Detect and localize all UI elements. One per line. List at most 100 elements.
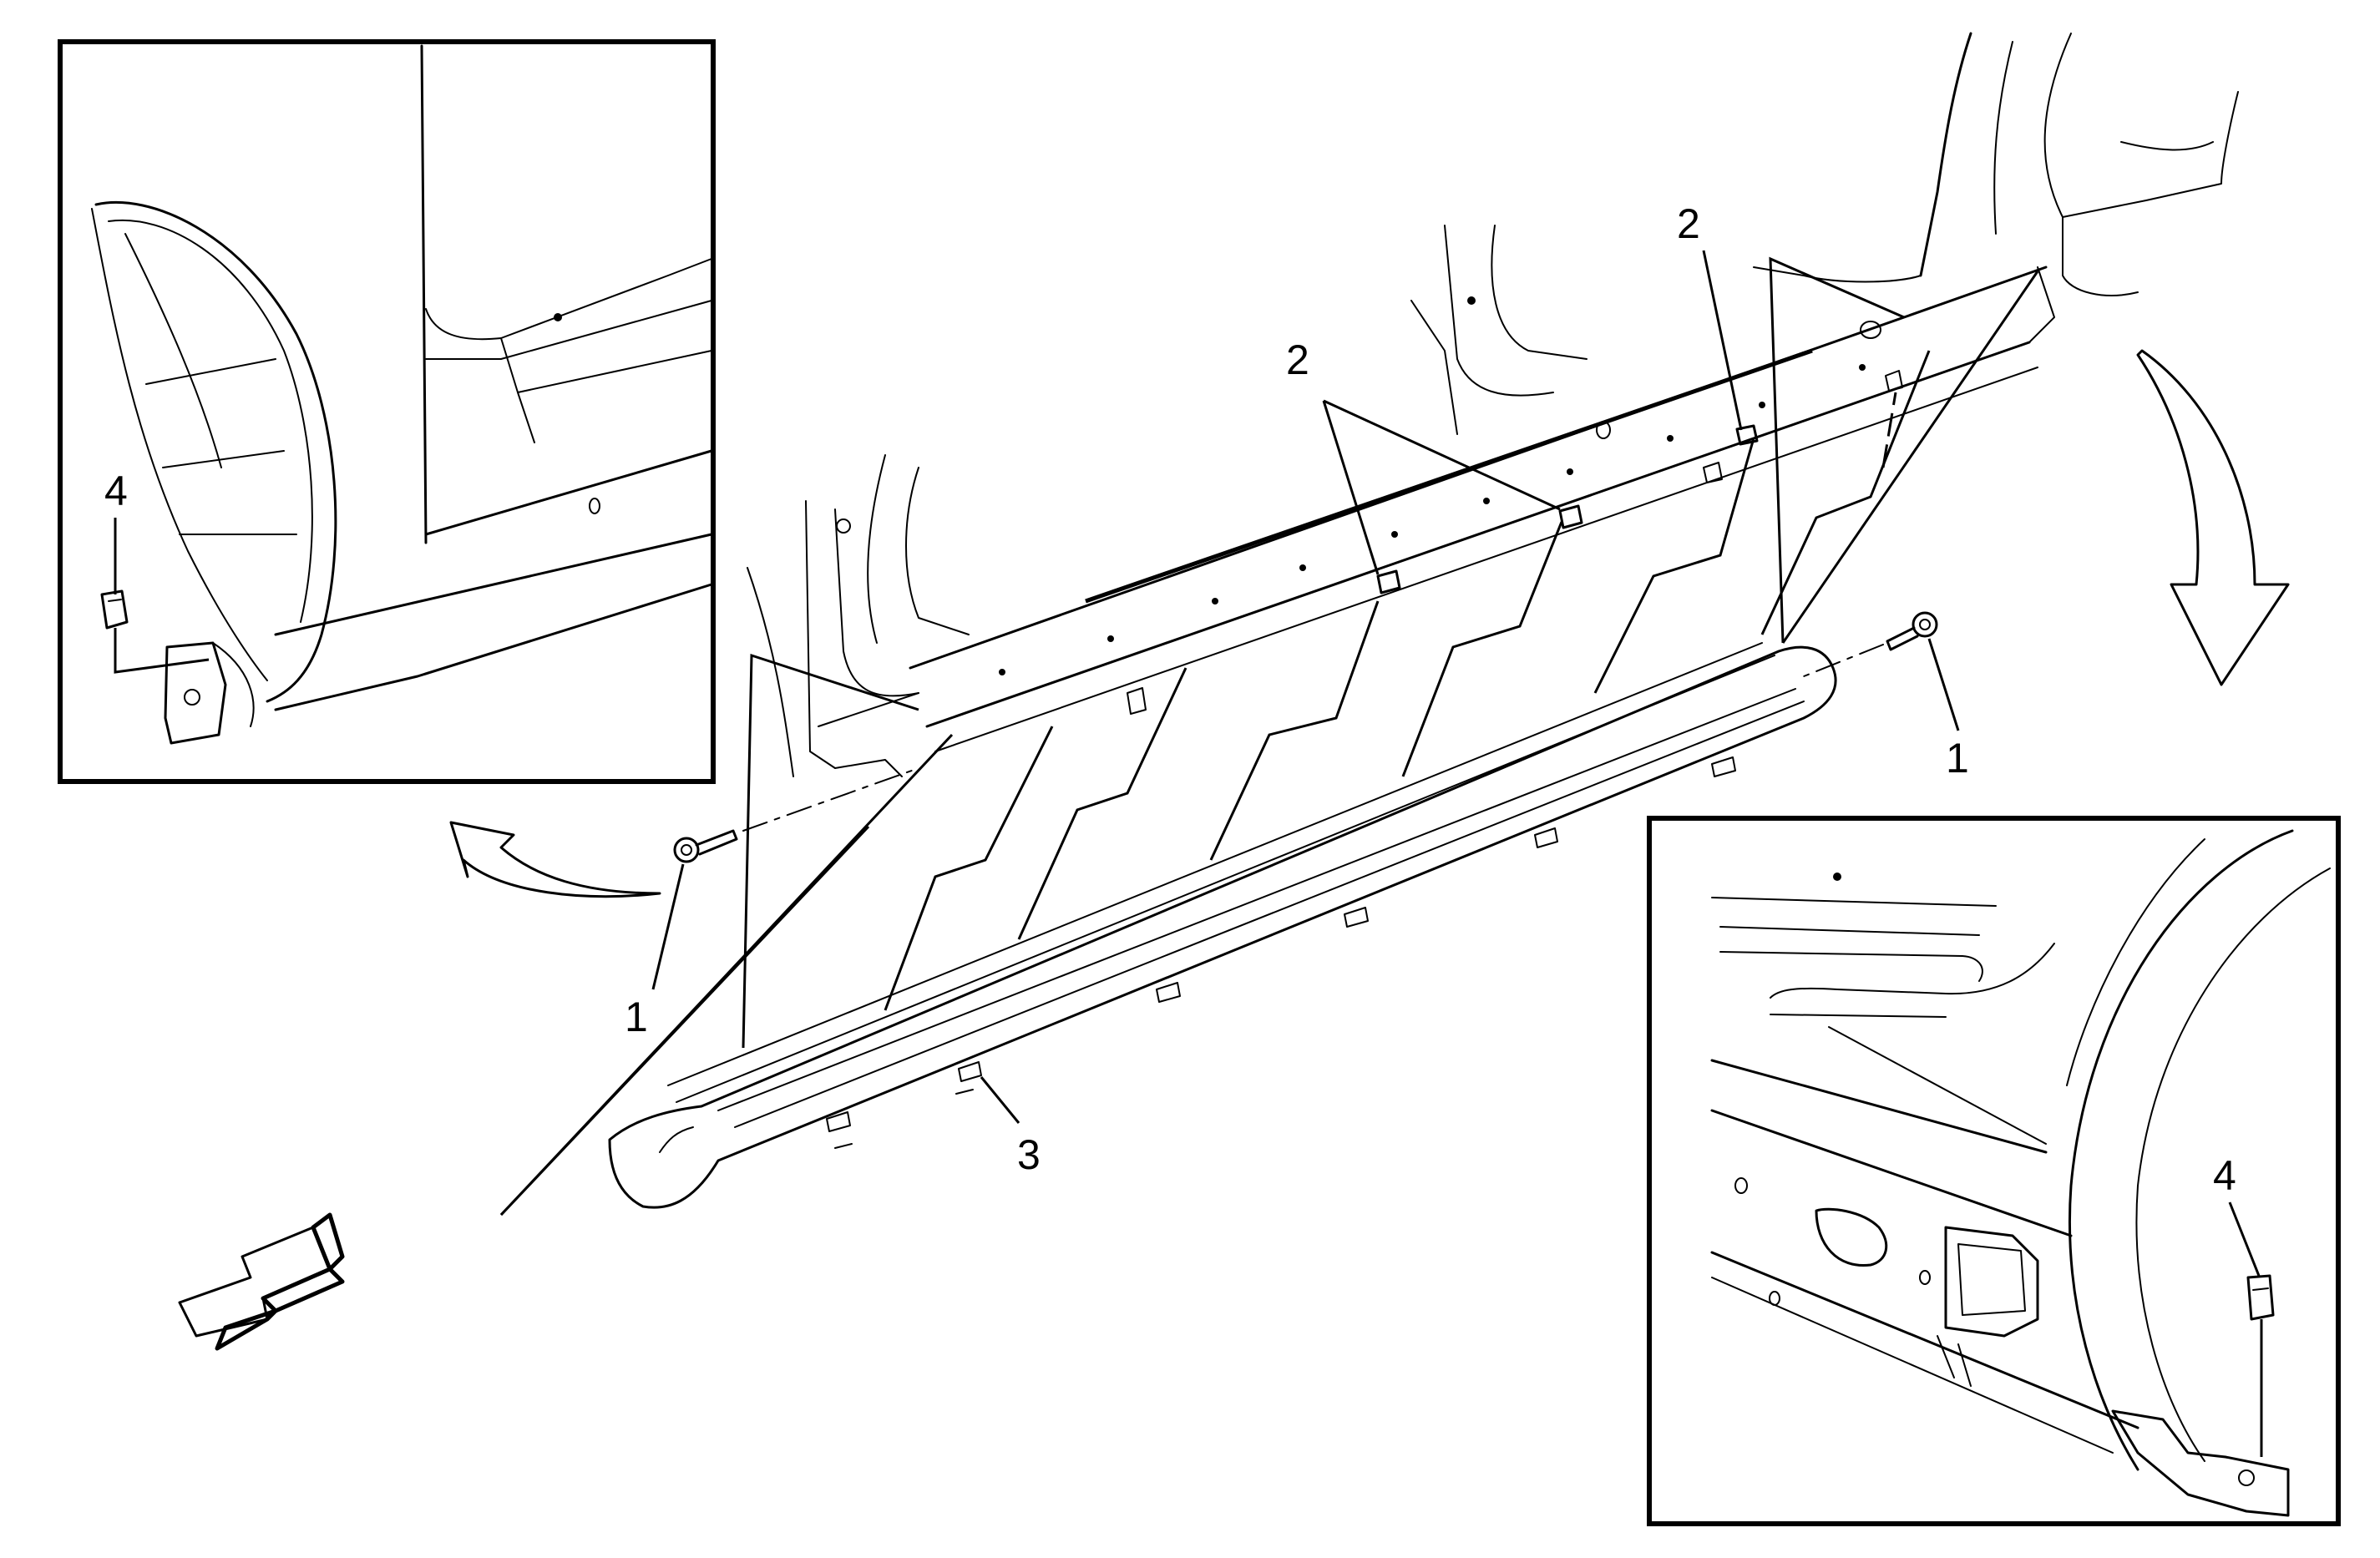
sill-seal-strip: [1085, 348, 1813, 604]
front-pillar: [805, 500, 836, 769]
right-wheel-arch-outer: [2068, 829, 2294, 1471]
left-inset-frame: [58, 39, 716, 784]
leader-3: [980, 1076, 1020, 1124]
front-door-frame-2: [867, 454, 886, 644]
rear-pillar-inner: [1993, 41, 2013, 235]
molding-clip: [1344, 907, 1369, 928]
molding-notches: [834, 1089, 974, 1149]
leader-lines: [499, 250, 2039, 1217]
right-leader-4: [2228, 1201, 2261, 1277]
sill-hole: [1483, 498, 1490, 504]
right-hole-2: [1919, 1270, 1931, 1285]
molding-clip: [1534, 827, 1558, 848]
sill-lower-rail: [925, 341, 2031, 728]
right-oval-opening: [1815, 1207, 1888, 1267]
sill-hole: [1391, 531, 1398, 538]
sill-slot: [1596, 421, 1611, 439]
right-sill-step: [1719, 951, 1983, 982]
sill-clip: [1127, 687, 1147, 715]
sill-hole: [1859, 364, 1866, 371]
left-arch-liner: [91, 208, 268, 681]
right-rocker-bottom: [1710, 1251, 2139, 1429]
front-pillar-inner: [834, 508, 919, 697]
right-retainer-slot: [2252, 1287, 2269, 1291]
right-diagonal-1: [1828, 1026, 2047, 1145]
curved-arrow-left-icon: [449, 821, 661, 898]
sill-retainer-a: [1376, 569, 1401, 594]
callout-2-center: 2: [1286, 336, 1309, 383]
sill-retainer-b: [1558, 504, 1583, 529]
right-arch-edge: [2066, 838, 2205, 1086]
rocker-molding-top-edge-2: [676, 655, 1775, 1103]
left-inset-callout-4: 4: [104, 468, 128, 514]
leader-1-left: [651, 863, 685, 990]
right-hole-1: [1734, 1177, 1748, 1194]
center-pillar-base: [1410, 300, 1458, 435]
forward-arrow-side: [311, 1212, 345, 1272]
right-bracket-ribs: [1937, 1335, 1972, 1387]
right-sill-rail: [1770, 943, 2055, 999]
left-rocker-top: [424, 449, 713, 536]
right-bracket-block-inner: [1957, 1243, 2026, 1316]
callout-2-rear: 2: [1677, 200, 1700, 247]
sill-slot-rear: [1860, 321, 1881, 339]
rocker-molding: [608, 642, 1837, 1209]
left-hole-1: [554, 313, 562, 321]
right-bracket-block: [1944, 1226, 2039, 1338]
right-hole-3: [1769, 1291, 1780, 1306]
molding-clip: [958, 1061, 982, 1082]
sill-hole: [1567, 468, 1573, 475]
left-screw-recess: [681, 844, 692, 856]
sill-hole: [1299, 564, 1306, 571]
leader-zigzag-4: [1401, 521, 1563, 777]
forward-arrow-head-shade: [215, 1308, 278, 1351]
left-rocker-bottom: [274, 583, 713, 711]
leader-zigzag-2: [1017, 667, 1187, 940]
callout-1-left: 1: [625, 994, 648, 1040]
leader-zigzag-3: [1209, 600, 1380, 861]
front-wheel-edge: [747, 567, 794, 777]
left-sill-line: [425, 300, 712, 360]
rocker-molding-lower-edge: [734, 701, 1805, 1128]
forward-arrow-bottom: [261, 1267, 345, 1313]
left-bracket-hole: [184, 689, 200, 706]
right-rocker-top: [1710, 1059, 2048, 1154]
leader-rear-diag: [1781, 271, 2039, 644]
sill-hole: [1759, 402, 1765, 408]
left-retainer-slot: [108, 599, 122, 602]
front-sill-corner: [834, 759, 903, 777]
right-inset-callout-4: 4: [2213, 1152, 2236, 1199]
right-tab-hole: [2238, 1469, 2255, 1486]
center-pillar-rear: [1491, 225, 1588, 360]
left-pillar-edge: [420, 44, 428, 544]
right-sill-rail-lower: [1770, 1014, 1947, 1018]
left-leader-4-lower: [114, 628, 210, 674]
right-rocker-mid: [1710, 1109, 2073, 1237]
rocker-molding-body: [608, 645, 1837, 1209]
rear-quarter-slot: [2120, 141, 2214, 151]
leader-rear-dash: [1881, 392, 1897, 468]
right-wheel-arch-inner: [2135, 868, 2331, 1462]
sill-hole: [1107, 635, 1114, 642]
molding-clip: [1156, 982, 1181, 1003]
left-arch-ribs: [145, 358, 297, 535]
sill-retainer-c: [1735, 424, 1759, 446]
leader-1-right: [1927, 638, 1960, 731]
rocker-molding-top-edge: [667, 642, 1763, 1086]
left-bracket-tab: [212, 642, 255, 727]
leader-zigzag-1: [884, 726, 1054, 1011]
right-retainer-clip: [2246, 1274, 2275, 1321]
main-body-structure: [747, 32, 2239, 777]
right-sill-line: [1719, 926, 1980, 936]
right-screw-shank: [1886, 626, 1919, 651]
sill-hole: [999, 669, 1005, 675]
right-screw-head: [1912, 611, 1938, 638]
callout-3: 3: [1017, 1131, 1041, 1178]
leader-front-end: [742, 653, 919, 1049]
leader-zigzag-5: [1593, 438, 1755, 694]
leader-2a-2: [1323, 399, 1561, 511]
front-pillar-hole: [836, 518, 851, 534]
left-arch-rib: [124, 233, 222, 468]
